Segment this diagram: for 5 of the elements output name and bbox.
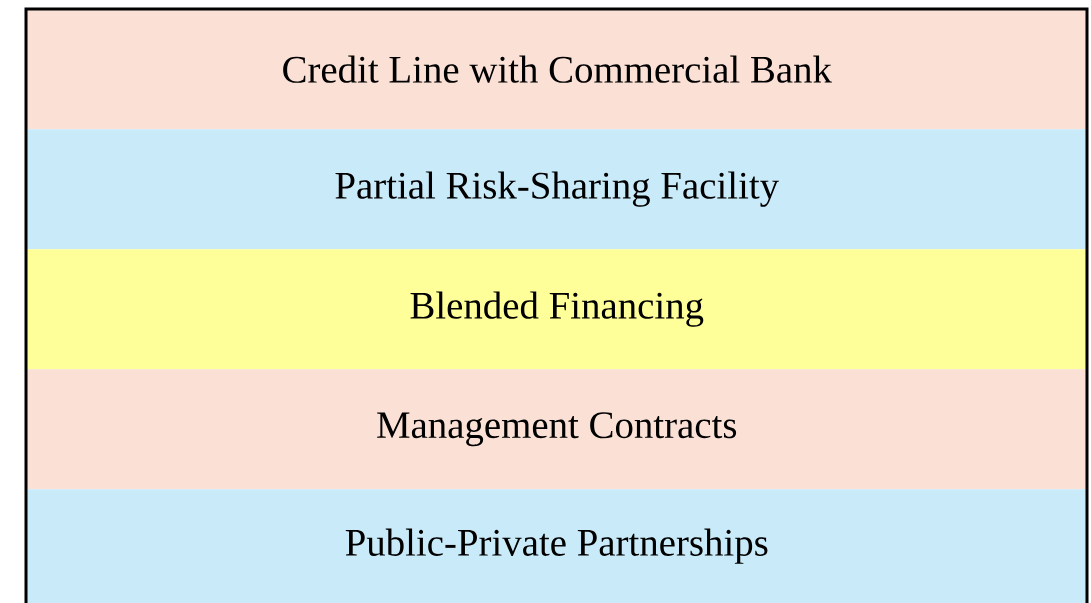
band-box: Management Contracts	[26, 369, 1088, 490]
band-box: Credit Line with Commercial Bank	[26, 9, 1088, 130]
band-box: Partial Risk-Sharing Facility	[26, 129, 1088, 250]
band-box: Blended Financing	[26, 249, 1088, 370]
band-box: Public-Private Partnerships	[26, 489, 1088, 603]
